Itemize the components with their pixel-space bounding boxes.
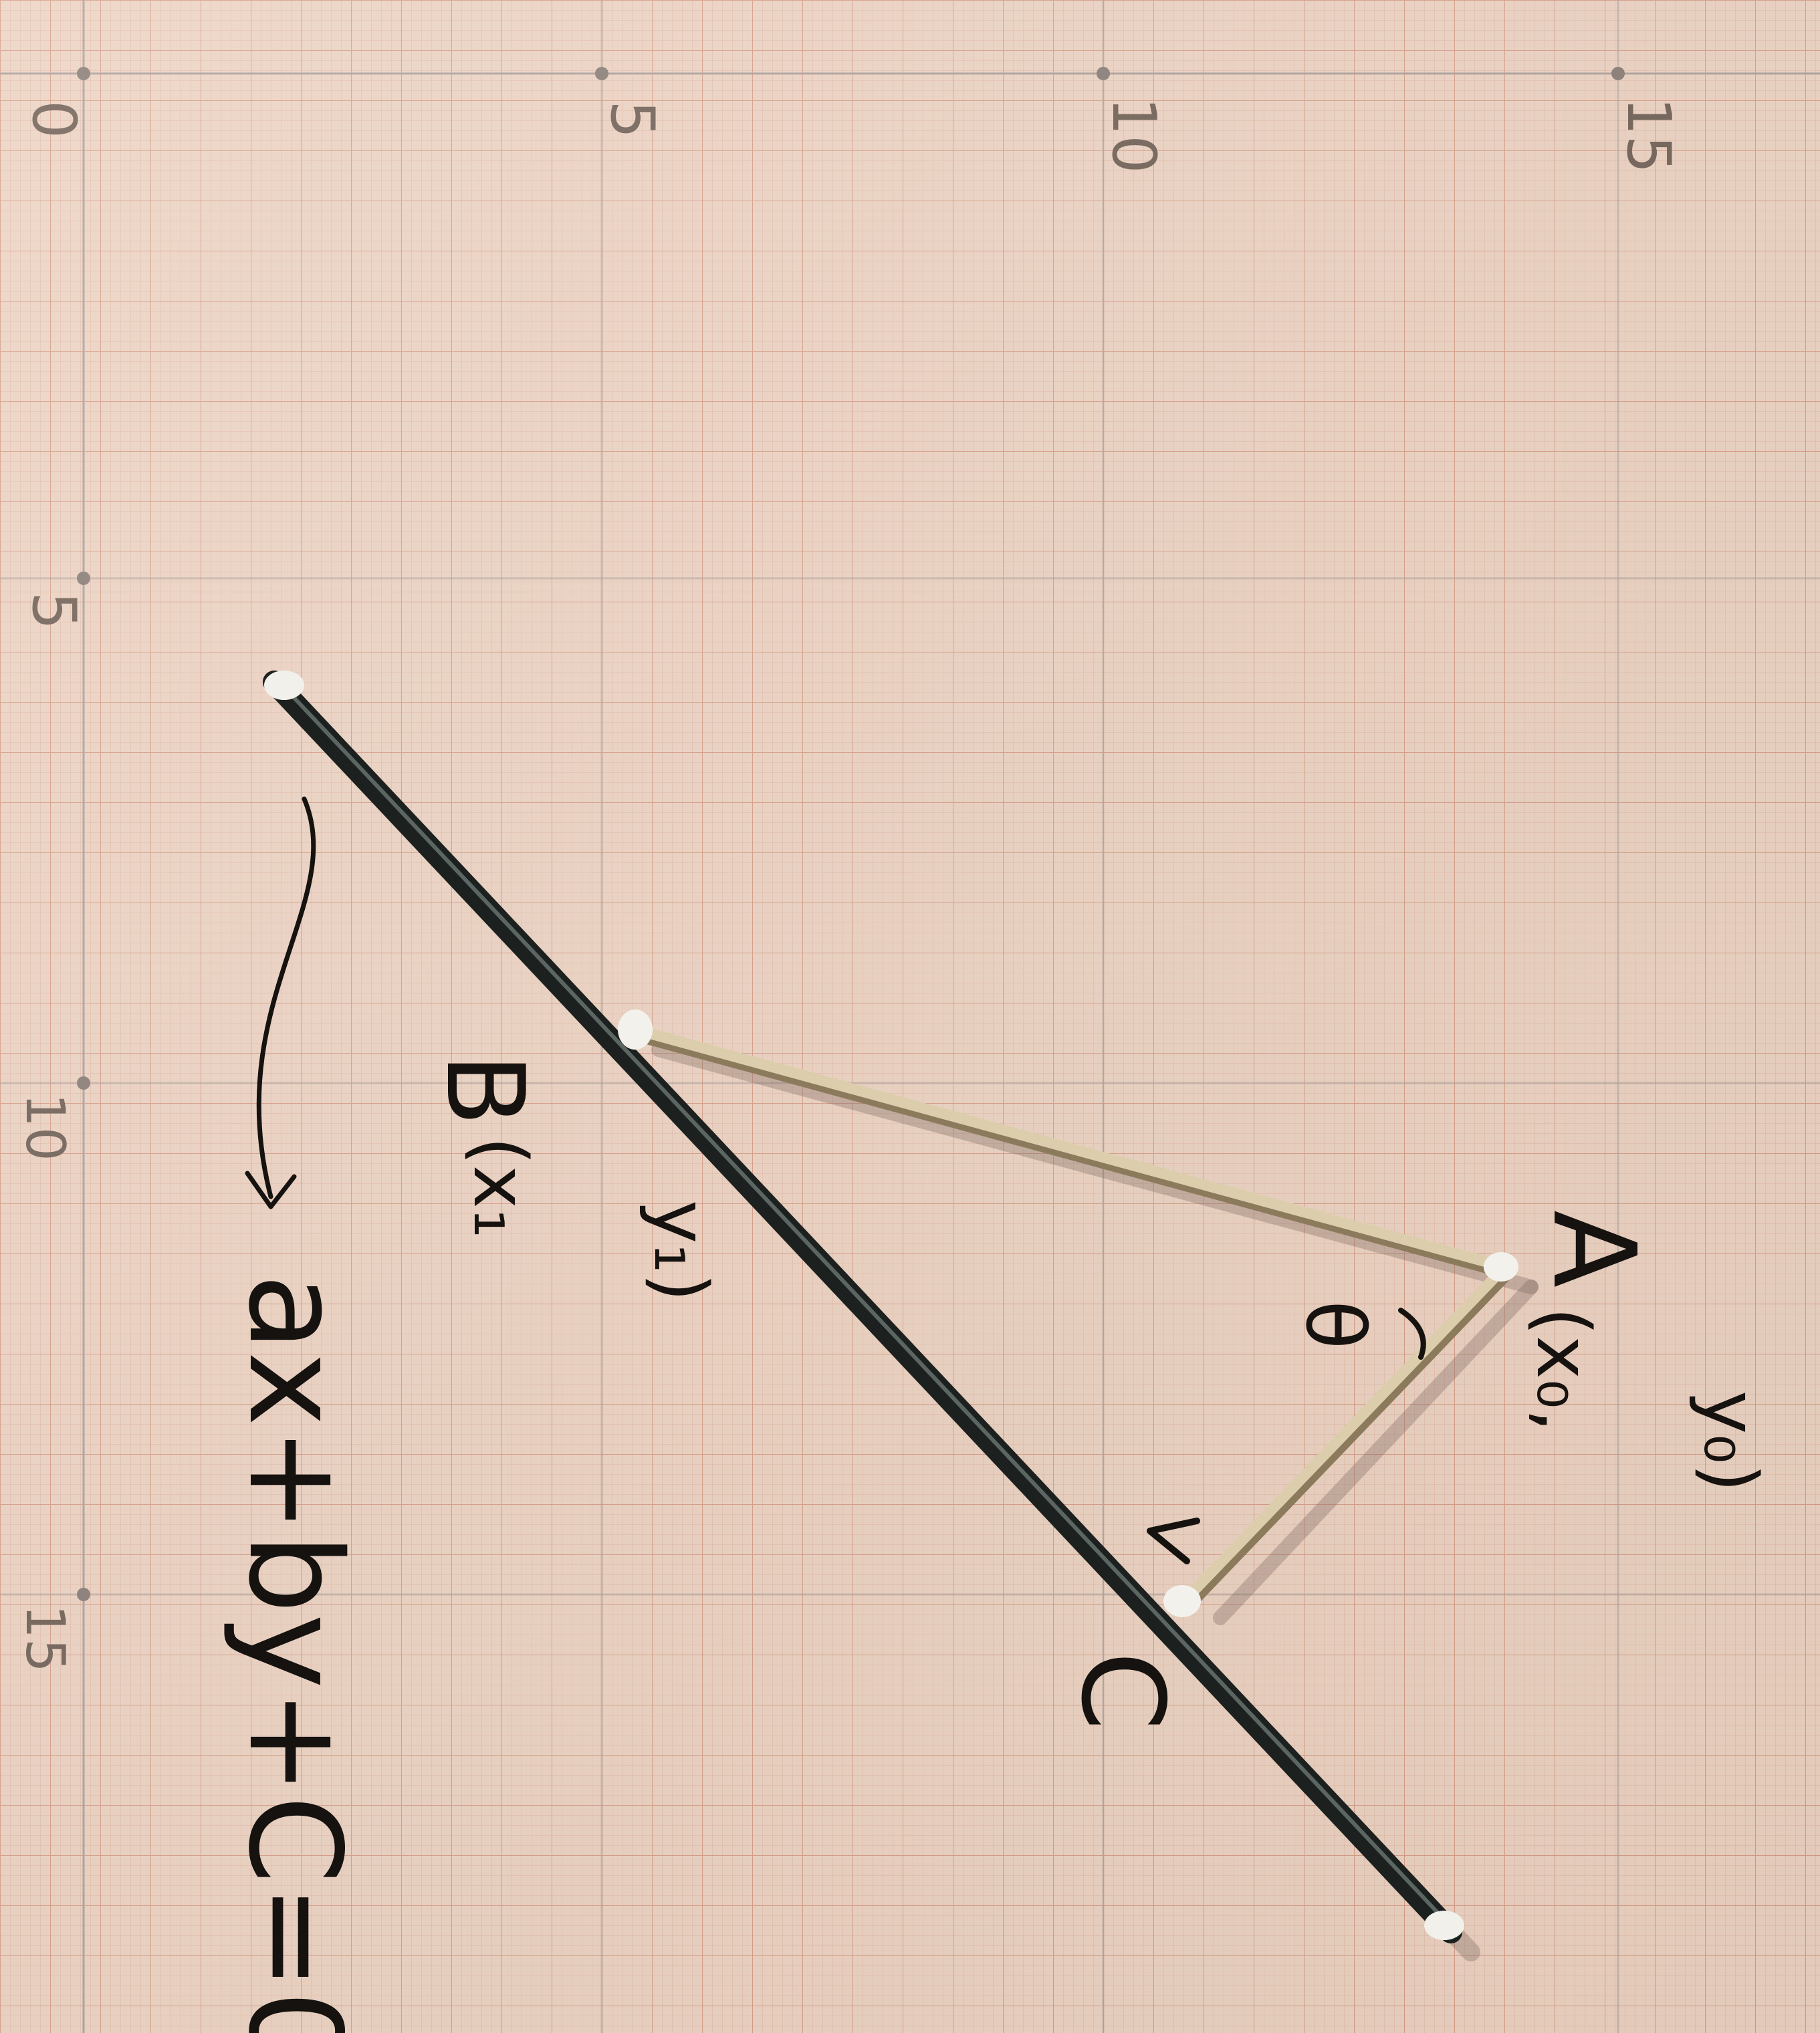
joint-caps (618, 1009, 1518, 1617)
stick-ab (627, 1024, 1512, 1278)
arrow-head (245, 1171, 297, 1209)
right-angle-marker (1147, 1518, 1200, 1564)
angle-theta-label: θ (1288, 1300, 1381, 1349)
joint-a (1484, 1252, 1518, 1282)
joint-c (1163, 1585, 1201, 1617)
label-a-letter: A (1527, 1210, 1660, 1288)
label-b-coords: (x₁ (457, 1137, 543, 1238)
label-b-letter: B (423, 1053, 548, 1126)
label-a-coords-y: y₀) (1688, 1391, 1773, 1492)
label-a-coords: (x₀, (1520, 1307, 1606, 1432)
rod-end-cap-bottom (1424, 1911, 1464, 1940)
label-b-coords-y: y₁) (638, 1200, 723, 1302)
angle-arc (1398, 1308, 1426, 1360)
stick-ac (1175, 1265, 1512, 1616)
line-rod (263, 671, 1464, 1943)
curved-arrow (256, 796, 316, 1199)
label-c-letter: C (1056, 1651, 1188, 1731)
line-equation: ax+by+C=0 (221, 1274, 368, 2033)
rod-end-cap-top (264, 671, 304, 700)
joint-b (618, 1009, 653, 1050)
